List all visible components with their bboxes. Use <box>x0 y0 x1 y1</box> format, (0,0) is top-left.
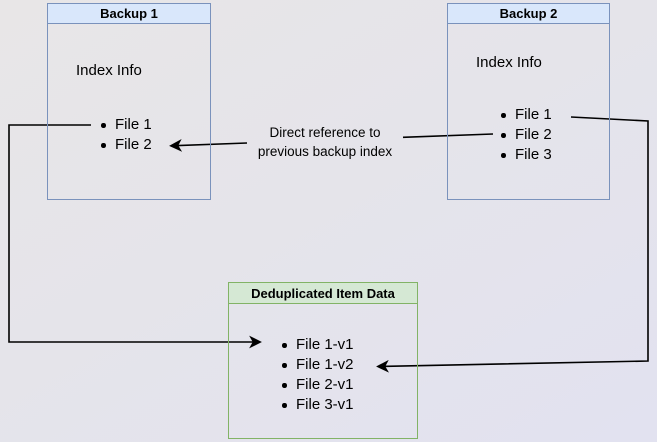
backup1-file-list: File 1 File 2 <box>99 115 152 155</box>
backup2-file-list: File 1 File 2 File 3 <box>499 105 552 165</box>
edge-label-line1: Direct reference to <box>269 125 381 140</box>
list-item: File 1-v2 <box>280 355 354 375</box>
backup1-title: Backup 1 <box>48 4 210 24</box>
backup2-index-info-label: Index Info <box>476 54 542 71</box>
backup2-box: Backup 2 Index Info File 1 File 2 File 3 <box>447 3 610 200</box>
list-item: File 3-v1 <box>280 395 354 415</box>
dedup-box: Deduplicated Item Data File 1-v1 File 1-… <box>228 282 418 439</box>
dedup-file-list: File 1-v1 File 1-v2 File 2-v1 File 3-v1 <box>280 335 354 415</box>
edge-label-line2: previous backup index <box>257 144 393 159</box>
list-item: File 2 <box>99 135 152 155</box>
list-item: File 1-v1 <box>280 335 354 355</box>
backup2-title: Backup 2 <box>448 4 609 24</box>
list-item: File 2-v1 <box>280 375 354 395</box>
backup1-box: Backup 1 Index Info File 1 File 2 <box>47 3 211 200</box>
list-item: File 3 <box>499 145 552 165</box>
edge-label-direct-reference: Direct reference to previous backup inde… <box>239 123 411 161</box>
dedup-title: Deduplicated Item Data <box>229 283 417 304</box>
list-item: File 1 <box>499 105 552 125</box>
list-item: File 2 <box>499 125 552 145</box>
backup1-index-info-label: Index Info <box>76 62 142 79</box>
list-item: File 1 <box>99 115 152 135</box>
